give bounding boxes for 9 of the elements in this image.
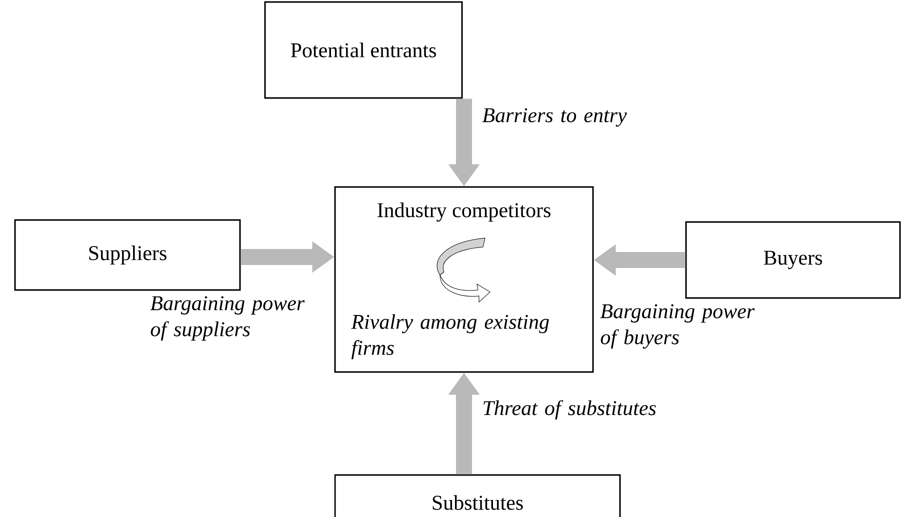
edge-label: Threat of substitutes <box>484 400 656 420</box>
edge-label: Bargaining power of suppliers <box>150 296 305 341</box>
entity-box: Suppliers <box>14 219 241 291</box>
competitors-box: Industry competitors Rivalry among existing firms <box>334 186 594 373</box>
entity-box: Potential entrants <box>264 1 463 99</box>
entity-box: Substitutes <box>334 474 621 517</box>
entity-box: Buyers <box>685 221 901 299</box>
edge-label: Bargaining power of buyers <box>600 304 755 349</box>
edge-label: Barriers to entry <box>482 108 627 127</box>
